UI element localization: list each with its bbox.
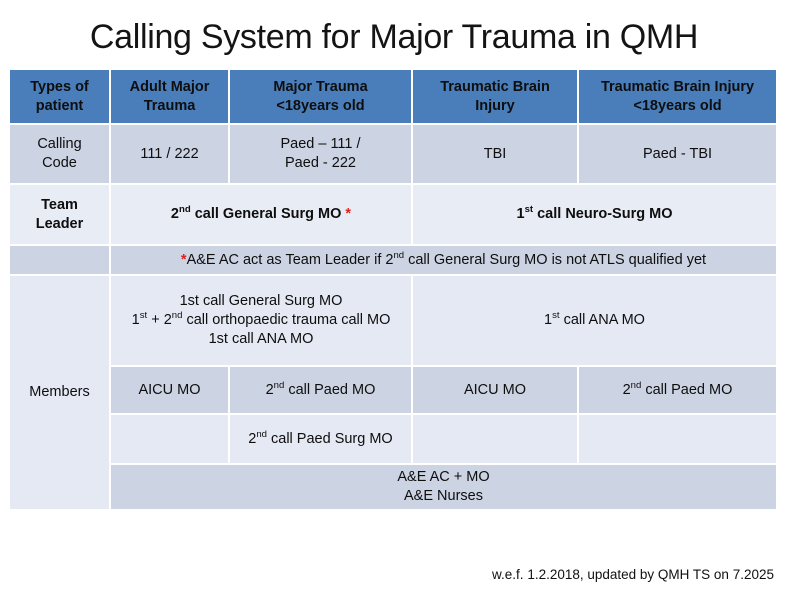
- cell-members-aicu-tbi: AICU MO: [413, 367, 577, 413]
- cell-members-paed-mo-tbi: 2nd call Paed MO: [579, 367, 776, 413]
- header-types-of-patient: Types of patient: [10, 70, 109, 123]
- table-row-members-3: 2nd call Paed Surg MO: [10, 415, 776, 463]
- row-label-team-leader-line1: Team: [41, 196, 78, 213]
- ae-staff-line1: A&E AC + MO: [397, 469, 490, 485]
- table-row-calling-code: Calling Code 111 / 222 Paed – 111 / Paed…: [10, 125, 776, 183]
- members-paed-mo-tbi-post: call Paed MO: [641, 381, 733, 398]
- members-trauma-line2-ordinal-2: nd: [171, 310, 183, 322]
- ae-staff-line2: A&E Nurses: [404, 488, 483, 504]
- cell-members-aicu-adult: AICU MO: [111, 367, 228, 413]
- team-leader-trauma-post: call General Surg MO: [190, 206, 346, 222]
- table-row-ae-staff: A&E AC + MO A&E Nurses: [10, 465, 776, 509]
- row-label-team-leader: Team Leader: [10, 185, 109, 244]
- header-adult-major-trauma-line1: Adult Major: [129, 78, 210, 95]
- footnote-part1: A&E AC act as Team Leader if 2: [186, 251, 394, 268]
- members-trauma-line1: 1st call General Surg MO: [179, 293, 343, 309]
- team-leader-neuro-post: call Neuro-Surg MO: [533, 206, 673, 222]
- header-types-of-patient-line2: patient: [35, 97, 84, 114]
- table-row-team-leader: Team Leader 2nd call General Surg MO * 1…: [10, 185, 776, 244]
- team-leader-neuro-ordinal: st: [524, 204, 534, 216]
- footnote-asterisk: *: [180, 251, 187, 268]
- table-row-footnote: *A&E AC act as Team Leader if 2nd call G…: [10, 246, 776, 274]
- header-traumatic-brain-injury-under18-line2: <18years old: [633, 97, 722, 114]
- members-tbi-pre: 1: [544, 312, 553, 328]
- cell-members-paed-surg-mo: 2nd call Paed Surg MO: [230, 415, 411, 463]
- header-traumatic-brain-injury-line2: Injury: [475, 97, 515, 114]
- header-adult-major-trauma: Adult Major Trauma: [111, 70, 228, 123]
- members-trauma-line2-pre: 1: [131, 312, 140, 328]
- members-tbi-ordinal: st: [552, 310, 560, 322]
- table-row-members-1: Members 1st call General Surg MO 1st + 2…: [10, 276, 776, 509]
- members-trauma-line2-mid: + 2: [147, 312, 172, 328]
- header-types-of-patient-line1: Types of: [30, 78, 89, 95]
- cell-team-leader-neuro: 1st call Neuro-Surg MO: [413, 185, 776, 244]
- row-label-calling-code-line2: Code: [42, 155, 77, 171]
- members-trauma-line3: 1st call ANA MO: [208, 331, 314, 347]
- row-label-calling-code-line1: Calling: [37, 136, 82, 152]
- calling-system-table: Types of patient Adult Major Trauma Majo…: [8, 68, 778, 511]
- cell-calling-code-paed-line2: Paed - 222: [285, 155, 356, 171]
- cell-members-paed-mo-trauma: 2nd call Paed MO: [230, 367, 411, 413]
- members-paed-mo-trauma-ordinal: nd: [273, 379, 285, 391]
- footnote-part2: call General Surg MO is not ATLS qualifi…: [404, 251, 707, 268]
- footnote-empty-label: [10, 246, 109, 274]
- cell-members-row3-empty-paed-tbi: [579, 415, 776, 463]
- team-leader-trauma-ordinal: nd: [179, 204, 191, 216]
- header-traumatic-brain-injury-under18: Traumatic Brain Injury <18years old: [579, 70, 776, 123]
- members-trauma-line2-post: call orthopaedic trauma call MO: [182, 312, 391, 328]
- cell-members-row3-empty-tbi: [413, 415, 577, 463]
- members-trauma-line2-ordinal-1: st: [139, 310, 148, 322]
- cell-calling-code-paed-tbi: Paed - TBI: [579, 125, 776, 183]
- table-header-row: Types of patient Adult Major Trauma Majo…: [10, 70, 776, 123]
- table-row-members-2: AICU MO 2nd call Paed MO AICU MO 2nd cal…: [10, 367, 776, 413]
- cell-calling-code-paed: Paed – 111 / Paed - 222: [230, 125, 411, 183]
- cell-calling-code-adult: 111 / 222: [111, 125, 228, 183]
- slide-footer: w.e.f. 1.2.2018, updated by QMH TS on 7.…: [492, 567, 774, 582]
- header-traumatic-brain-injury-under18-line1: Traumatic Brain Injury: [600, 78, 755, 95]
- header-major-trauma-under18-line2: <18years old: [276, 97, 365, 114]
- row-label-members: Members: [10, 276, 109, 509]
- members-paed-mo-trauma-pre: 2: [265, 381, 274, 398]
- cell-members-tbi-ana: 1st call ANA MO: [413, 276, 776, 365]
- cell-ae-staff: A&E AC + MO A&E Nurses: [111, 465, 776, 509]
- members-paed-surg-mo-ordinal: nd: [256, 428, 267, 440]
- members-paed-mo-trauma-post: call Paed MO: [284, 381, 376, 398]
- cell-members-trauma: 1st call General Surg MO 1st + 2nd call …: [111, 276, 411, 365]
- members-paed-mo-tbi-ordinal: nd: [630, 379, 642, 391]
- members-paed-surg-mo-post: call Paed Surg MO: [266, 430, 393, 447]
- members-paed-mo-tbi-pre: 2: [622, 381, 631, 398]
- row-label-team-leader-line2: Leader: [35, 215, 84, 232]
- header-major-trauma-under18: Major Trauma <18years old: [230, 70, 411, 123]
- members-paed-surg-mo-pre: 2: [248, 430, 257, 447]
- footnote-ordinal: nd: [393, 249, 405, 261]
- team-leader-asterisk: *: [345, 206, 352, 222]
- header-major-trauma-under18-line1: Major Trauma: [273, 78, 368, 95]
- cell-footnote: *A&E AC act as Team Leader if 2nd call G…: [111, 246, 776, 274]
- members-tbi-post: call ANA MO: [559, 312, 645, 328]
- row-label-calling-code: Calling Code: [10, 125, 109, 183]
- cell-calling-code-paed-line1: Paed – 111 /: [280, 136, 361, 152]
- header-adult-major-trauma-line2: Trauma: [143, 97, 196, 114]
- cell-calling-code-tbi: TBI: [413, 125, 577, 183]
- team-leader-neuro-pre: 1: [516, 206, 525, 222]
- cell-team-leader-trauma: 2nd call General Surg MO *: [111, 185, 411, 244]
- team-leader-trauma-pre: 2: [170, 206, 179, 222]
- page-title: Calling System for Major Trauma in QMH: [89, 18, 699, 56]
- header-traumatic-brain-injury: Traumatic Brain Injury: [413, 70, 577, 123]
- header-traumatic-brain-injury-line1: Traumatic Brain: [440, 78, 550, 95]
- cell-members-row3-empty-adult: [111, 415, 228, 463]
